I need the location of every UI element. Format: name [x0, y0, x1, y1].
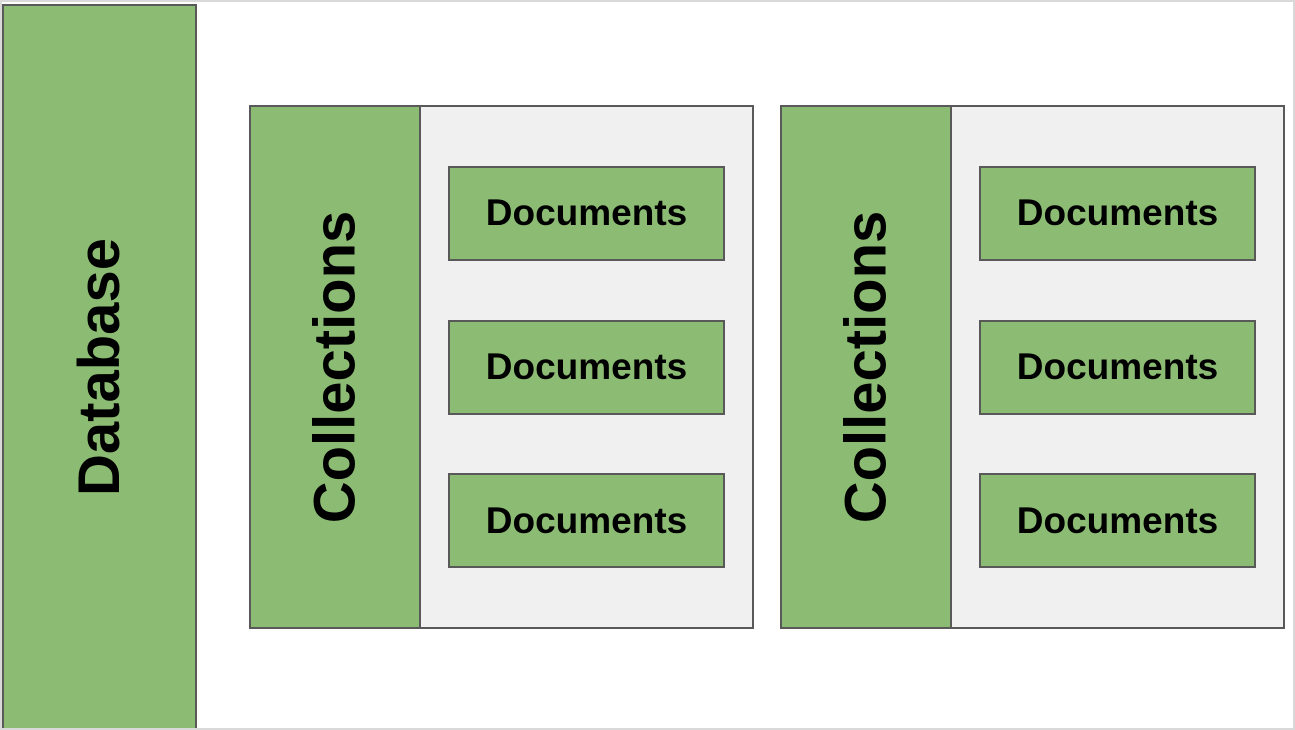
- document-label: Documents: [485, 499, 688, 541]
- document-shape: Documents: [979, 319, 1256, 415]
- document-label: Documents: [1016, 346, 1219, 387]
- database-shape: Database: [2, 4, 197, 728]
- document-shape: Documents: [448, 473, 725, 569]
- document-label: Documents: [485, 346, 688, 387]
- document-label: Documents: [1016, 499, 1219, 541]
- collection-group-2: Collections Documents Documents Document…: [780, 105, 1285, 629]
- documents-panel: Documents Documents Documents: [952, 107, 1283, 627]
- collections-label: Collections: [833, 210, 899, 524]
- document-shape: Documents: [979, 165, 1256, 261]
- document-shape: Documents: [448, 165, 725, 261]
- database-label: Database: [66, 238, 132, 496]
- document-label: Documents: [1016, 192, 1219, 234]
- documents-panel: Documents Documents Documents: [421, 107, 752, 627]
- document-label: Documents: [485, 192, 688, 234]
- document-shape: Documents: [448, 319, 725, 415]
- collections-shape: Collections: [251, 107, 421, 627]
- collection-group-1: Collections Documents Documents Document…: [249, 105, 754, 629]
- collections-label: Collections: [302, 210, 368, 524]
- collections-shape: Collections: [782, 107, 952, 627]
- document-shape: Documents: [979, 473, 1256, 569]
